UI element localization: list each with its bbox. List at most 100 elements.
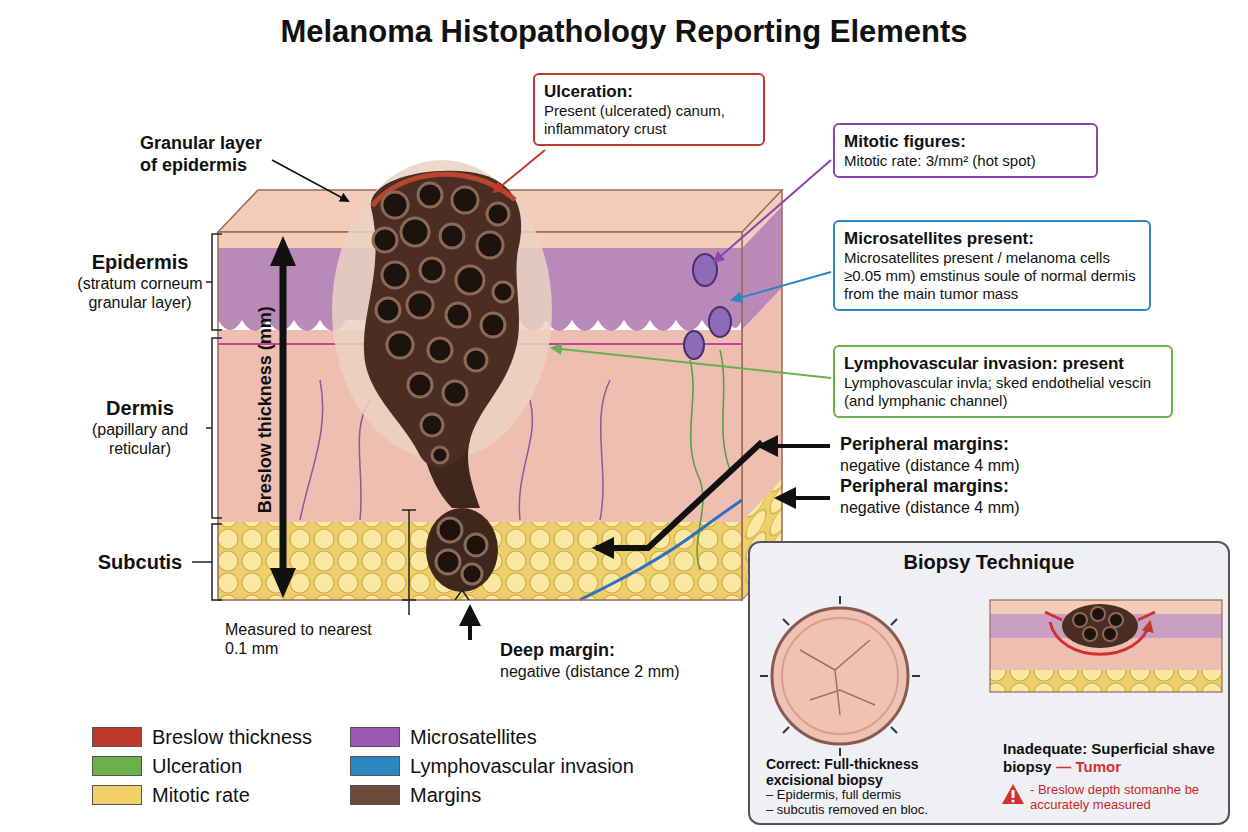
layer-note: (papillary and reticular) [60,420,220,458]
margin-value: negative (distance 4 mm) [840,498,1140,517]
tumor-part [426,508,498,592]
tumor-part-part [487,203,509,225]
callout-heading: Lymphovascular invasion: present [844,353,1162,374]
legend-text: Lymphovascular invasion [410,755,634,777]
layer-name: Dermis [60,396,220,420]
biopsy-panel-art-part [1062,604,1138,648]
callout-body: Mitotic rate: 3/mm² (hot spot) [844,152,1087,170]
tumor-part-part [387,332,413,358]
margin-value: negative (distance 4 mm) [840,456,1140,475]
margin-value: negative (distance 2 mm) [500,662,800,681]
biopsy-panel-art-part [760,596,920,756]
skin-layers-part [690,350,730,570]
measurement-marks-part [280,262,287,570]
biopsy-panel-art-part-part [1083,627,1097,641]
block-side-part [742,190,782,600]
legend-swatch [350,785,400,805]
margin-heading: Peripheral margins: [840,434,1140,456]
tumor-part-part [382,192,408,218]
biopsy-panel-art-part [772,608,908,744]
tumor-part-part [493,282,513,302]
callout-box: Microsatellites present:Microsatellites … [833,220,1151,311]
leader-lines-part [552,348,831,378]
tumor-part-part [418,183,442,207]
layer-name: Epidermis [60,250,220,274]
biopsy-panel-art-part-part [1091,607,1105,621]
tumor-part-part [440,224,464,248]
biopsy-panel-art-part [800,640,875,715]
tumor-part-part [432,447,448,463]
leader-lines-part [760,444,830,448]
tumor-part-part [462,564,482,584]
callout-box: Ulceration:Present (ulcerated) canum, in… [533,73,765,146]
tumor-part-part [421,414,443,436]
warning-text: - Breslow depth stomanhe be accurately m… [1030,783,1220,812]
layer-note: (stratum corneum granular layer) [60,274,220,312]
tumor-part-part [408,373,432,397]
tumor-part [364,171,521,468]
tumor [332,160,552,592]
callout-heading: Mitotic figures: [844,131,1087,152]
measurement-marks-part [270,236,296,266]
biopsy-panel-art-part [1002,784,1024,804]
leader-lines-part [494,150,545,192]
biopsy-panel-art-part-part [1109,613,1123,627]
tumor-part-part [401,218,429,246]
technique-panel: Biopsy TechniqueCorrect: Full-thickness … [748,541,1230,825]
tumor-part-part [428,338,452,362]
biopsy-panel-art-part [1045,612,1155,620]
callout-body: Lymphovascular invla; sked endothelial v… [844,374,1162,410]
legend-swatch [92,785,142,805]
callout-box: Mitotic figures:Mitotic rate: 3/mm² (hot… [833,123,1098,178]
tumor-part-part [477,232,503,258]
legend-swatch [92,727,142,747]
correct-item: – Epidermis, full dermis [766,788,981,803]
measurement-marks-part [206,234,222,330]
measure-note: Measured to nearest 0.1 mm [225,620,385,658]
callout-heading: Microsatellites present: [844,228,1140,249]
tumor-part-part [376,298,400,322]
legend-swatch [350,756,400,776]
leader-lines-part [714,160,831,262]
legend-swatch [350,727,400,747]
legend-text: Breslow thickness [152,726,312,748]
layer-label: Granular layer of epidermis [140,133,280,176]
biopsy-panel-art-part-part [1103,627,1117,641]
tumor-part-part [438,518,462,542]
biopsy-panel-art-part [1011,799,1014,802]
margin-heading: Peripheral margins: [840,476,1140,498]
biopsy-panel-art-part [782,618,898,734]
margin-heading: Deep margin: [500,640,800,662]
tumor-part-part [456,266,484,294]
legend-text: Mitotic rate [152,784,250,806]
tumor-part-part [481,313,505,337]
tumor-part [373,183,513,584]
shave-text: Inadequate: Superficial shave biopsy— Tu… [1003,740,1218,776]
measurement-marks-part [455,590,469,600]
correct-item: – subcutis removed en bloc. [766,803,981,818]
tumor-part-part [446,303,470,327]
measurement-marks-part [270,568,296,598]
biopsy-panel-art-part [990,670,1222,692]
leader-lines-part [732,272,831,300]
measurement-marks-part [402,510,416,615]
correct-heading: Correct: Full-thickness excisional biops… [766,757,981,788]
biopsy-panel-art-part [990,600,1222,692]
tumor-part-part [407,292,433,318]
legend-swatch [92,756,142,776]
tumor-part-part [373,228,397,252]
microsatellites-part [684,331,704,359]
tumor-warning: — Tumor [1056,758,1121,775]
leader-lines-part [778,496,830,500]
biopsy-panel-art-part [1050,622,1150,654]
measurement-marks-part [192,524,222,600]
tumor-part-part [465,534,487,556]
measurement-marks [192,234,469,615]
biopsy-panel-art-part-part [1073,613,1087,627]
axis-label: Breslow thickness (mm) [255,260,277,560]
biopsy-panel-art [748,541,1230,825]
tumor-part-part [443,381,467,405]
leader-lines-part [468,608,472,640]
